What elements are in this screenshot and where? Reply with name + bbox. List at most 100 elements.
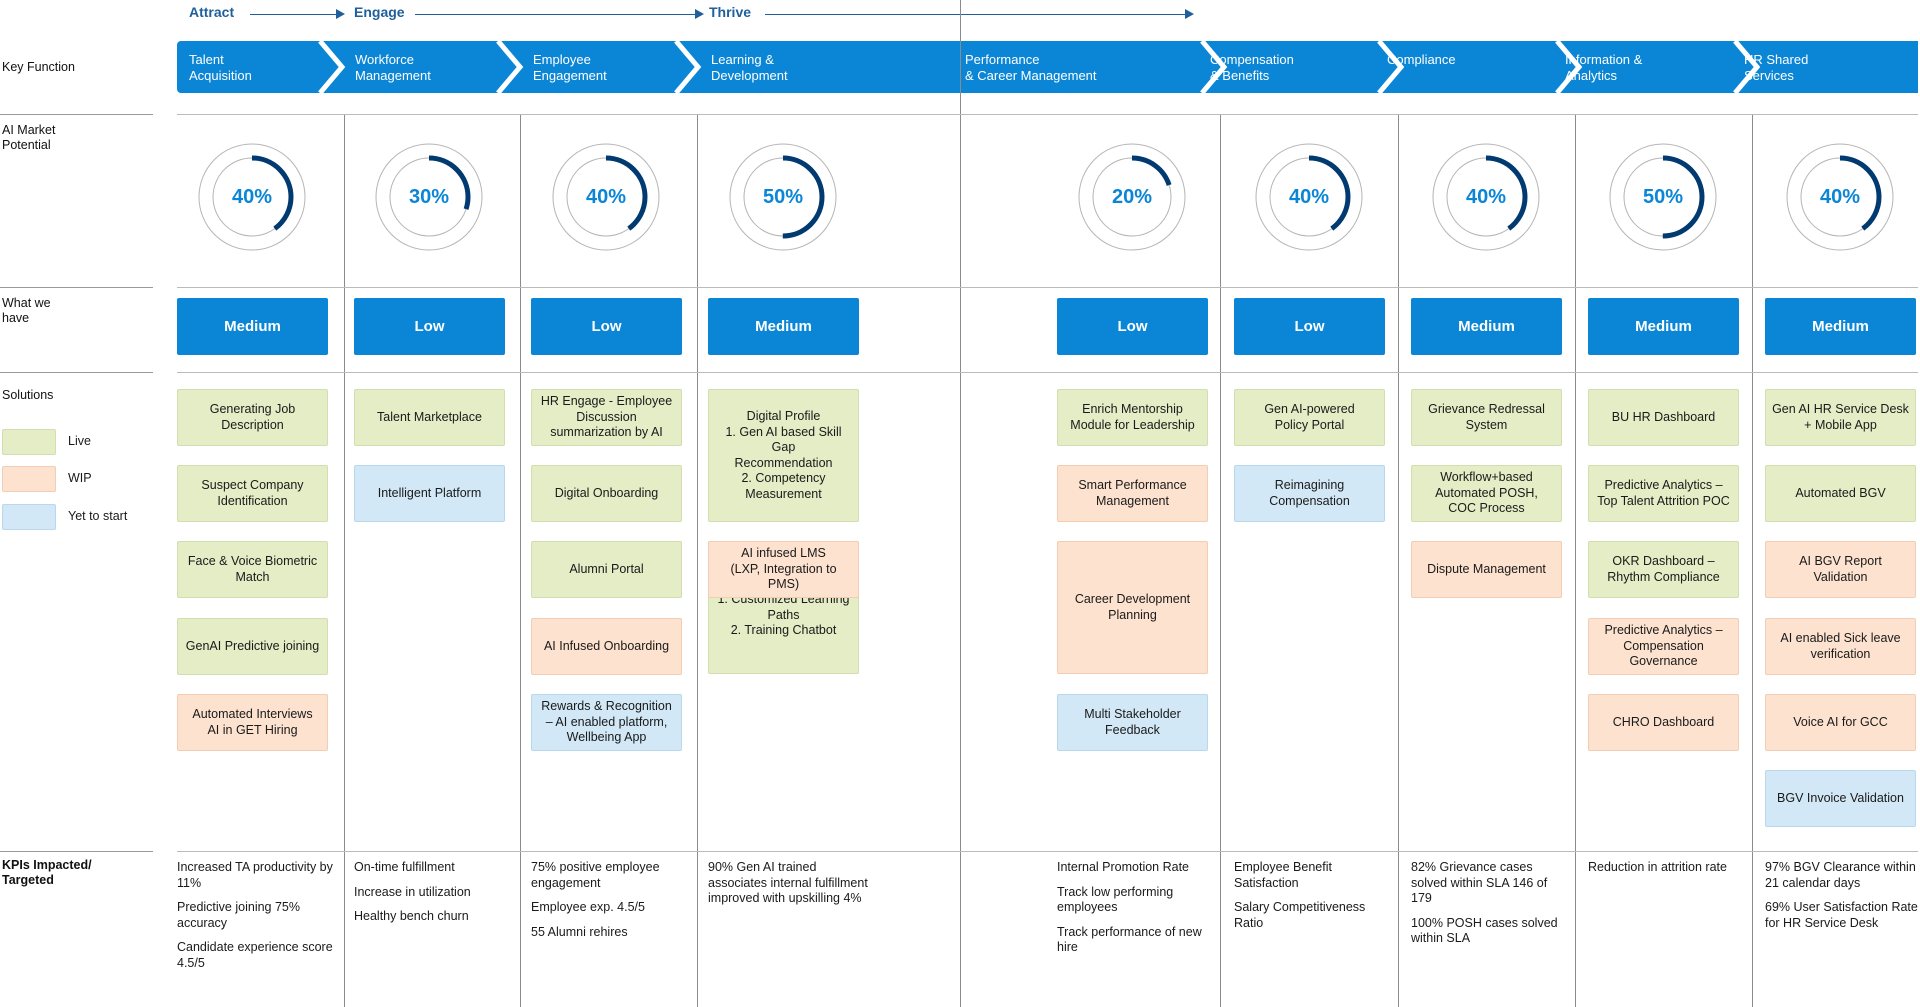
potential-percent: 30%: [408, 185, 450, 208]
key-function-label[interactable]: HR Shared Services: [1744, 52, 1809, 83]
solution-card[interactable]: Multi Stakeholder Feedback: [1057, 694, 1208, 751]
solution-card[interactable]: Suspect Company Identification: [177, 465, 328, 522]
chevron-separator: [674, 41, 702, 93]
capability-level-badge: Low: [354, 298, 505, 355]
kpi-item: 97% BGV Clearance within 21 calendar day…: [1765, 860, 1916, 890]
capability-level-badge: Medium: [708, 298, 859, 355]
kpi-item: Predictive joining 75% accuracy: [177, 900, 300, 930]
solution-card[interactable]: AI infused LMS (LXP, Integration to PMS): [708, 541, 859, 598]
capability-level-badge: Low: [1057, 298, 1208, 355]
solution-card[interactable]: Digital Onboarding: [531, 465, 682, 522]
potential-ring: [729, 143, 837, 251]
solution-card[interactable]: Smart Performance Management: [1057, 465, 1208, 522]
kpi-list: Increased TA productivity by 11%Predicti…: [177, 860, 337, 980]
solution-card[interactable]: Career Development Planning: [1057, 541, 1208, 674]
row-label-key-function: Key Function: [2, 60, 75, 74]
row-divider: [177, 372, 1918, 373]
legend-swatch-live: [2, 429, 56, 455]
solution-card[interactable]: AI Infused Onboarding: [531, 618, 682, 675]
kpi-item: Reduction in attrition rate: [1588, 860, 1727, 874]
row-divider: [177, 114, 1918, 115]
stage-arrow-head: [695, 9, 704, 19]
solution-card[interactable]: HR Engage - Employee Discussion summariz…: [531, 389, 682, 446]
solution-card[interactable]: AI BGV Report Validation: [1765, 541, 1916, 598]
kpi-item: 55 Alumni rehires: [531, 924, 628, 939]
kpi-list: 90% Gen AI trained associates internal f…: [708, 860, 868, 916]
solution-card[interactable]: CHRO Dashboard: [1588, 694, 1739, 751]
row-divider: [0, 287, 153, 288]
solution-card[interactable]: Dispute Management: [1411, 541, 1562, 598]
stage-arrow-head: [336, 9, 345, 19]
potential-percent: 50%: [762, 185, 804, 208]
kpi-list: 82% Grievance cases solved within SLA 14…: [1411, 860, 1571, 956]
potential-arc: [1090, 155, 1174, 239]
key-function-label[interactable]: Performance & Career Management: [965, 52, 1097, 83]
kpi-item: On-time fulfillment: [354, 860, 455, 874]
solution-card[interactable]: Generating Job Description: [177, 389, 328, 446]
solution-card[interactable]: Gen AI HR Service Desk + Mobile App: [1765, 389, 1916, 446]
chevron-separator: [1200, 41, 1228, 93]
solution-card[interactable]: Grievance Redressal System: [1411, 389, 1562, 446]
solution-card[interactable]: Automated BGV: [1765, 465, 1916, 522]
solution-card[interactable]: Digital Profile 1. Gen AI based Skill Ga…: [708, 389, 859, 522]
chevron-separator: [1377, 41, 1405, 93]
solution-card[interactable]: Alumni Portal: [531, 541, 682, 598]
capability-level-badge: Medium: [1411, 298, 1562, 355]
legend-swatch-yet-to-start: [2, 504, 56, 530]
stage-divider: [960, 0, 961, 1007]
stage-arrow-head: [1185, 9, 1194, 19]
potential-percent: 40%: [1819, 185, 1861, 208]
kpi-item: Track low performing employees: [1057, 884, 1174, 915]
potential-percent: 20%: [1111, 185, 1153, 208]
kpi-item: 69% User Satisfaction Rate for HR Servic…: [1765, 900, 1918, 930]
solution-card[interactable]: Predictive Analytics – Compensation Gove…: [1588, 618, 1739, 675]
solution-card[interactable]: BU HR Dashboard: [1588, 389, 1739, 446]
row-divider: [177, 287, 1918, 288]
solution-card[interactable]: Automated Interviews AI in GET Hiring: [177, 694, 328, 751]
solution-card[interactable]: GenAI Predictive joining: [177, 618, 328, 675]
solution-card[interactable]: OKR Dashboard – Rhythm Compliance: [1588, 541, 1739, 598]
solution-card[interactable]: Enrich Mentorship Module for Leadership: [1057, 389, 1208, 446]
row-label-solutions: Solutions: [2, 388, 54, 402]
key-function-label[interactable]: Compliance: [1387, 52, 1456, 67]
kpi-list: Reduction in attrition rate: [1588, 860, 1748, 885]
key-function-label[interactable]: Employee Engagement: [533, 52, 607, 83]
solution-card[interactable]: Face & Voice Biometric Match: [177, 541, 328, 598]
capability-level-badge: Low: [1234, 298, 1385, 355]
solution-card[interactable]: BGV Invoice Validation: [1765, 770, 1916, 827]
chevron-separator: [1555, 41, 1583, 93]
solution-card[interactable]: Voice AI for GCC: [1765, 694, 1916, 751]
kpi-item: Healthy bench churn: [354, 909, 469, 923]
chevron-separator: [496, 41, 524, 93]
potential-ring: [1078, 143, 1186, 251]
kpi-item: 90% Gen AI trained associates internal f…: [708, 860, 868, 905]
kpi-item: Candidate experience score 4.5/5: [177, 940, 333, 970]
key-function-label[interactable]: Talent Acquisition: [189, 52, 252, 83]
solution-card[interactable]: Reimagining Compensation: [1234, 465, 1385, 522]
row-divider: [0, 372, 153, 373]
solution-card[interactable]: Predictive Analytics – Top Talent Attrit…: [1588, 465, 1739, 522]
column-divider: [1220, 115, 1221, 1007]
stage-arrow-line: [765, 14, 1185, 15]
solution-card[interactable]: Rewards & Recognition – AI enabled platf…: [531, 694, 682, 751]
row-divider: [0, 114, 153, 115]
kpi-item: 75% positive employee engagement: [531, 860, 660, 890]
solution-card[interactable]: Intelligent Platform: [354, 465, 505, 522]
solution-card[interactable]: Gen AI-powered Policy Portal: [1234, 389, 1385, 446]
key-function-label[interactable]: Learning & Development: [711, 52, 788, 83]
potential-percent: 40%: [231, 185, 273, 208]
key-function-label[interactable]: Workforce Management: [355, 52, 431, 83]
capability-level-badge: Medium: [1588, 298, 1739, 355]
potential-arc: [1798, 155, 1882, 239]
solution-card[interactable]: AI enabled Sick leave verification: [1765, 618, 1916, 675]
kpi-item: Employee exp. 4.5/5: [531, 900, 645, 914]
stage-arrow-line: [415, 14, 695, 15]
solution-card[interactable]: Workflow+based Automated POSH, COC Proce…: [1411, 465, 1562, 522]
solution-card[interactable]: Talent Marketplace: [354, 389, 505, 446]
potential-ring: [552, 143, 660, 251]
key-function-banner: [177, 41, 1918, 93]
row-label-ai-market: AI Market Potential: [2, 123, 56, 152]
potential-arc: [741, 155, 825, 239]
